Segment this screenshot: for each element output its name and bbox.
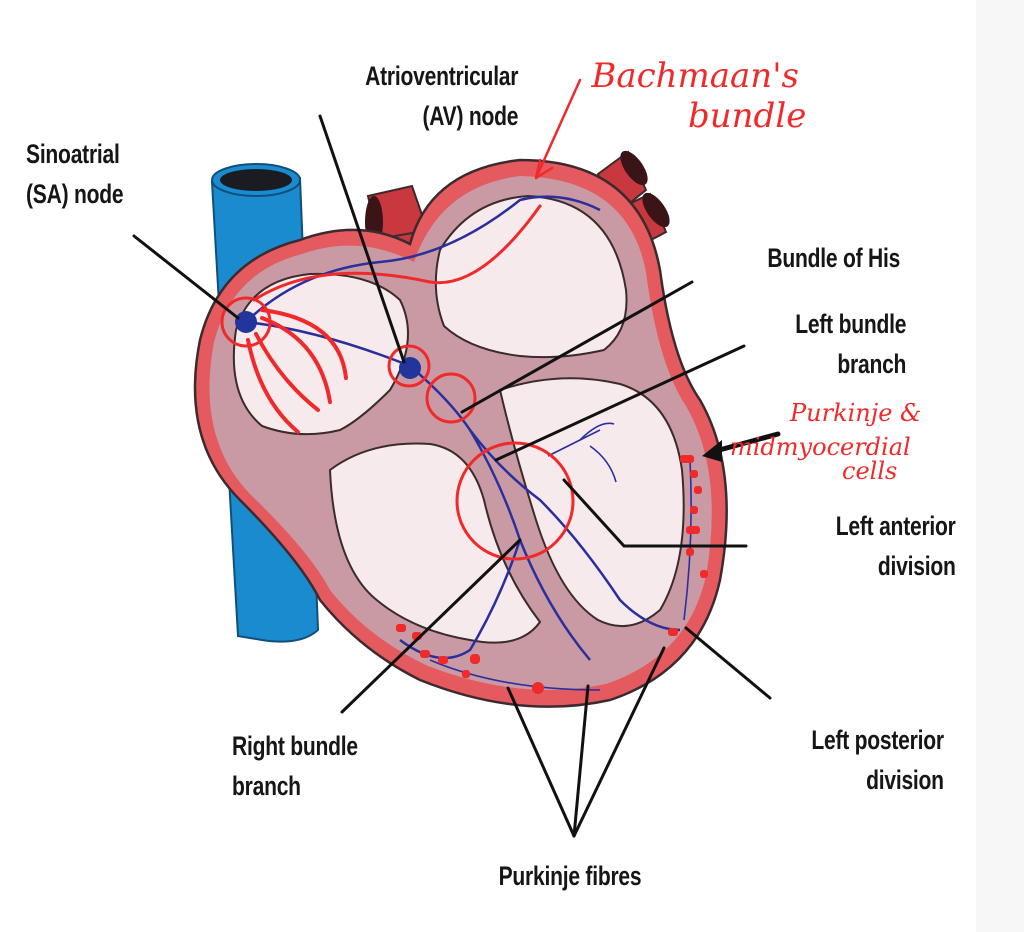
left-bundle-leader [494,344,746,462]
label-bundle-of-his-line1: Bundle of His [767,243,900,273]
annotation-bachmanns-line2: bundle [688,96,807,136]
label-sa-node-line1: Sinoatrial [26,139,120,169]
heart-diagram [132,78,781,838]
label-right-bundle-branch: Right bundle branch [232,726,358,806]
label-sa-node-line2: (SA) node [26,179,124,209]
annotation-bachmanns-line1: Bachmaan's [591,56,799,96]
purkinje-leader-2 [572,684,590,838]
purkinje-leader-1 [506,686,576,838]
purkinje-midmyo-arrow [709,431,781,455]
purkinje-dots [396,455,708,694]
label-left-posterior-line1: Left posterior [811,725,945,755]
label-av-node: Atrioventricular (AV) node [365,56,518,136]
sa-node-leader [132,234,240,320]
av-node-leader [318,114,406,364]
label-left-bundle-branch: Left bundle branch [795,304,906,384]
label-left-bundle-line1: Left bundle [795,309,906,339]
label-sa-node: Sinoatrial (SA) node [26,134,124,214]
left-anterior-leader [562,478,748,548]
purkinje-leader-3 [572,646,666,838]
label-left-anterior-division: Left anterior division [836,506,956,586]
av-node-circle [387,344,431,388]
leader-lines [132,114,781,838]
label-av-node-line1: Atrioventricular [364,61,518,91]
annotation-purkinje-line1: Purkinje & [790,399,922,427]
label-purkinje-fibres-line1: Purkinje fibres [498,861,642,891]
left-posterior-leader [684,626,772,700]
sa-spread-2 [260,316,332,404]
bachmann-arrow [534,78,582,180]
sa-spread-4 [246,338,300,434]
annotation-marks [220,78,582,561]
bundle-branch-circle [455,441,575,561]
annotation-purkinje-midmyocardial: Purkinje & midmyocerdial cells [730,396,921,488]
label-left-bundle-line2: branch [837,349,906,379]
label-av-node-line2: (AV) node [422,101,518,131]
his-leader [460,280,694,414]
label-bundle-of-his: Bundle of His [767,238,900,278]
label-right-bundle-line2: branch [232,771,301,801]
right-bundle-leader [340,538,522,714]
annotation-purkinje-line2: midmyocerdial [730,433,911,461]
sa-node [235,311,257,333]
label-left-posterior-division: Left posterior division [811,720,945,800]
conduction-pathways [245,195,692,691]
sa-spread-3 [254,332,320,412]
label-purkinje-fibres: Purkinje fibres [453,856,687,896]
sa-spread-1 [260,308,348,380]
right-margin-strip [976,0,1024,932]
annotation-purkinje-line3: cells [842,457,898,485]
bachmann-path [252,204,542,302]
label-left-anterior-line2: division [878,551,956,581]
his-circle [425,372,477,424]
label-left-anterior-line1: Left anterior [836,511,956,541]
label-left-posterior-line2: division [866,765,944,795]
label-right-bundle-line1: Right bundle [232,731,358,761]
annotation-bachmanns-bundle: Bachmaan's bundle [584,56,806,136]
